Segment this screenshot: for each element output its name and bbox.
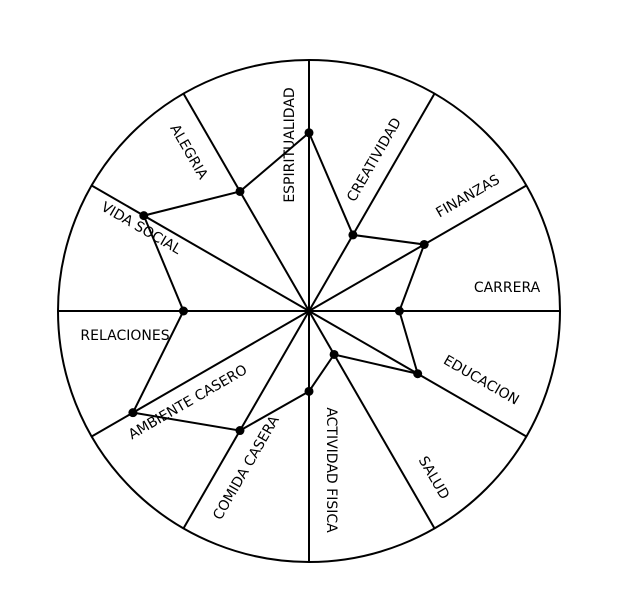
value-point — [329, 349, 339, 359]
value-point — [413, 369, 423, 379]
spoke — [91, 184, 310, 312]
value-point — [235, 186, 245, 196]
spoke — [308, 184, 527, 312]
spoke — [308, 310, 436, 529]
value-point — [179, 306, 188, 316]
sector-label-finanzas: FINANZAS — [433, 172, 502, 221]
value-point — [304, 128, 314, 138]
value-polygon — [131, 131, 426, 432]
sector-label-relaciones: RELACIONES — [80, 328, 169, 344]
value-point — [128, 408, 138, 418]
value-point — [235, 426, 245, 436]
sector-label-carrera: CARRERA — [474, 280, 541, 296]
sector-label-actividad-fisica: ACTIVIDAD FISICA — [323, 407, 339, 533]
value-point — [304, 386, 314, 396]
sector-label-salud: SALUD — [415, 454, 452, 503]
value-point — [419, 239, 429, 249]
spoke — [308, 93, 436, 312]
value-point — [394, 306, 404, 316]
value-point — [139, 211, 149, 221]
sector-label-educacion: EDUCACION — [440, 353, 521, 409]
sector-label-comida-casera: COMIDA CASERA — [210, 413, 283, 523]
sector-label-espiritualidad: ESPIRITUALIDAD — [282, 87, 298, 202]
spoke — [182, 93, 310, 312]
value-point — [348, 230, 358, 240]
spoke — [182, 310, 310, 529]
spoke — [91, 310, 310, 438]
sector-label-ambiente-casero: AMBIENTE CASERO — [126, 362, 250, 443]
